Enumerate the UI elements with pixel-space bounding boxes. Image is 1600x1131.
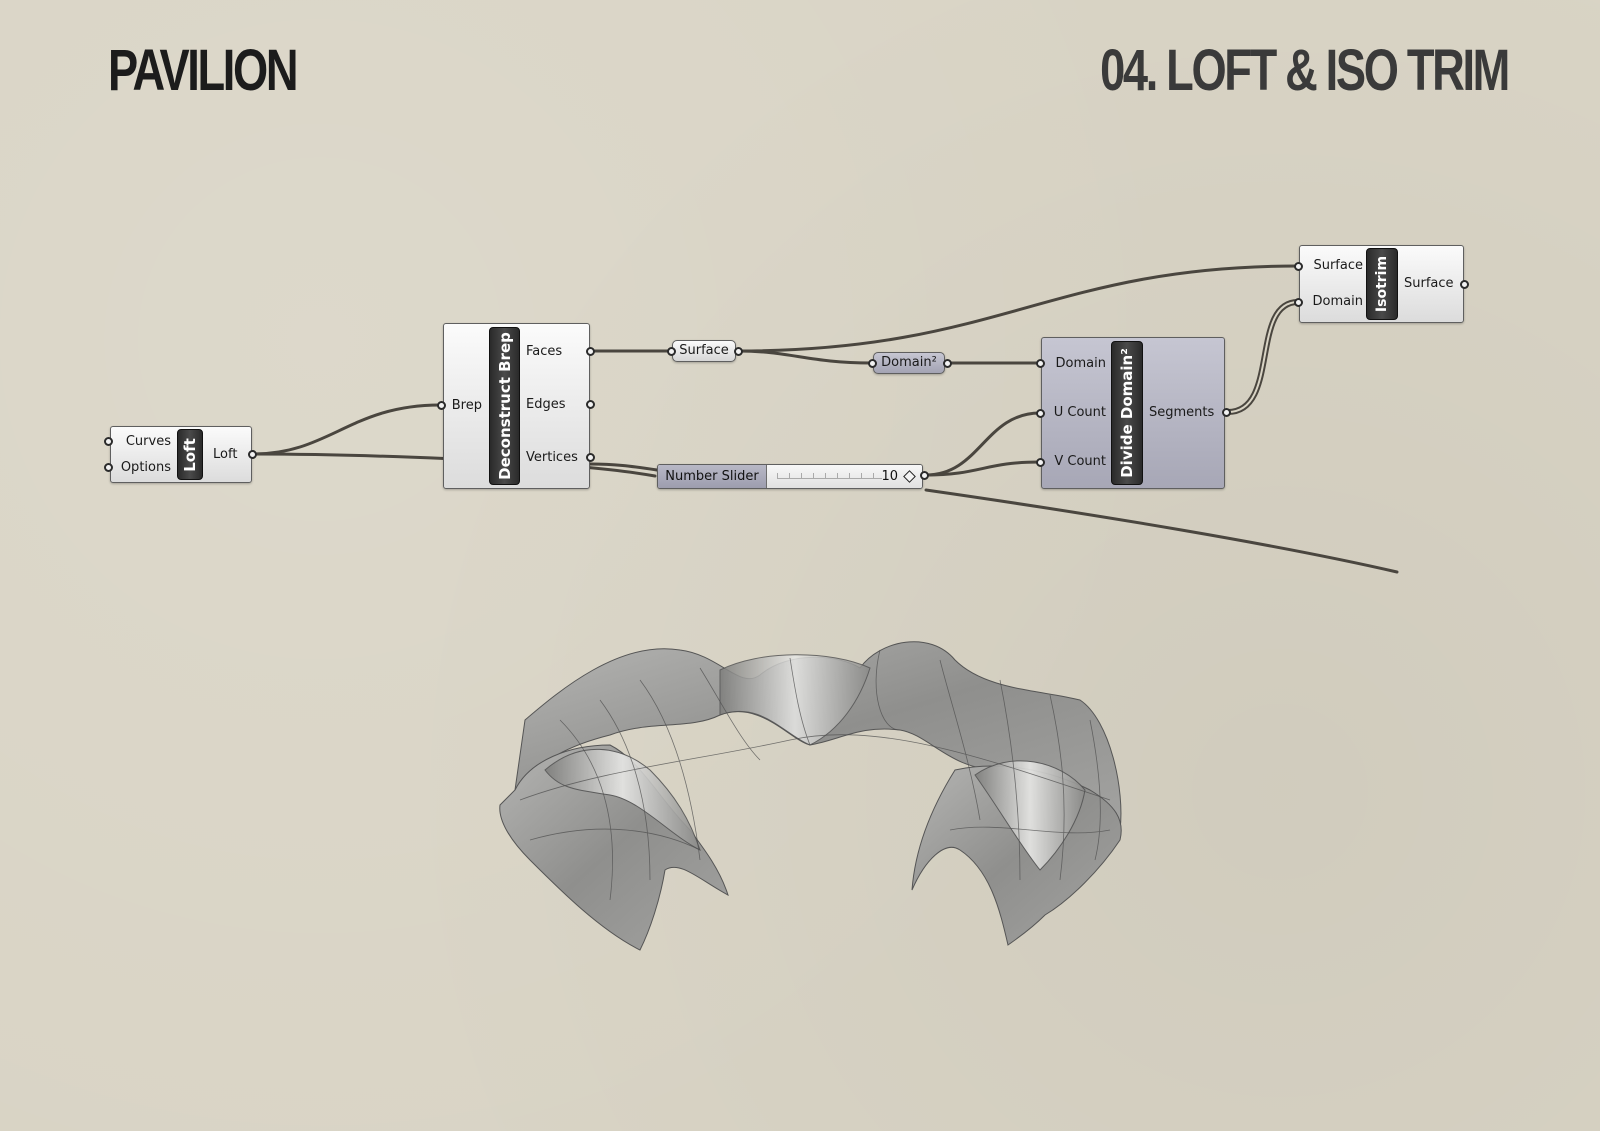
divide-output-segments: Segments: [1149, 405, 1215, 420]
divide-grip-domain[interactable]: [1036, 359, 1045, 368]
isotrim-input-surface: Surface: [1313, 258, 1363, 273]
isotrim-grip-surface[interactable]: [1294, 262, 1303, 271]
loft-input-options: Options: [120, 460, 171, 475]
wire-vertices-slider: [588, 462, 659, 472]
loft-component[interactable]: Curves Options Loft Loft: [110, 426, 252, 483]
wire-surface-domainparam: [737, 349, 873, 365]
divide-grip-ucount[interactable]: [1036, 409, 1045, 418]
loft-input-curves: Curves: [125, 434, 171, 449]
loft-grip-out[interactable]: [248, 450, 257, 459]
wire-loft-brep: [251, 403, 442, 456]
loft-grip-options[interactable]: [104, 463, 113, 472]
wire-surface-isotrim: [737, 264, 1300, 353]
dbrep-grip-edges[interactable]: [586, 400, 595, 409]
domain-param-grip-out[interactable]: [943, 359, 952, 368]
divide-core[interactable]: Divide Domain²: [1111, 341, 1143, 485]
loft-core[interactable]: Loft: [177, 429, 203, 480]
isotrim-component[interactable]: Surface Domain Isotrim Surface: [1299, 245, 1464, 323]
slider-track[interactable]: 10: [767, 465, 922, 488]
divide-grip-segments[interactable]: [1222, 408, 1231, 417]
isotrim-output-surface: Surface: [1404, 276, 1454, 291]
dbrep-output-vertices: Vertices: [526, 450, 578, 465]
wire-slider-ucount: [924, 411, 1042, 477]
slider-label: Number Slider: [658, 465, 767, 488]
wire-slider-offscreen: [924, 488, 1399, 574]
dbrep-output-edges: Edges: [526, 397, 566, 412]
step-title: 04. LOFT & ISO TRIM: [1100, 38, 1510, 103]
isotrim-input-domain: Domain: [1312, 294, 1363, 309]
surface-right-fold: [974, 760, 1086, 871]
dbrep-core[interactable]: Deconstruct Brep: [489, 327, 520, 485]
slider-value: 10: [881, 469, 898, 484]
surface-param-grip-in[interactable]: [667, 347, 676, 356]
number-slider[interactable]: Number Slider 10: [657, 464, 923, 489]
divide-input-ucount: U Count: [1053, 405, 1106, 420]
wire-slider-vcount: [924, 460, 1042, 477]
surface-isolines: [519, 649, 1111, 901]
divide-input-domain: Domain: [1055, 356, 1106, 371]
dbrep-grip-brep[interactable]: [437, 401, 446, 410]
loft-output-loft: Loft: [213, 447, 238, 462]
slider-grip-out[interactable]: [920, 471, 929, 480]
divide-grip-vcount[interactable]: [1036, 458, 1045, 467]
surface-saddle: [719, 654, 871, 746]
loft-grip-curves[interactable]: [104, 437, 113, 446]
dbrep-output-faces: Faces: [526, 344, 563, 359]
isotrim-grip-domain[interactable]: [1294, 298, 1303, 307]
isotrim-core[interactable]: Isotrim: [1366, 248, 1398, 320]
divide-input-vcount: V Count: [1054, 454, 1106, 469]
slider-ticks: [777, 473, 882, 479]
wire-segments-domain-inner: [1227, 301, 1299, 413]
deconstruct-brep-component[interactable]: Brep Deconstruct Brep Faces Edges Vertic…: [443, 323, 590, 489]
surface-param[interactable]: Surface: [672, 340, 736, 362]
divide-domain-component[interactable]: Domain U Count V Count Divide Domain² Se…: [1041, 337, 1225, 489]
domain-param[interactable]: Domain²: [873, 352, 945, 374]
dbrep-input-brep: Brep: [451, 398, 482, 413]
domain-param-grip-in[interactable]: [868, 359, 877, 368]
surface-left-wing: [499, 744, 729, 951]
surface-param-grip-out[interactable]: [734, 347, 743, 356]
project-title: PAVILION: [108, 38, 299, 103]
dbrep-grip-vertices[interactable]: [586, 453, 595, 462]
isotrim-grip-out[interactable]: [1460, 280, 1469, 289]
dbrep-grip-faces[interactable]: [586, 347, 595, 356]
